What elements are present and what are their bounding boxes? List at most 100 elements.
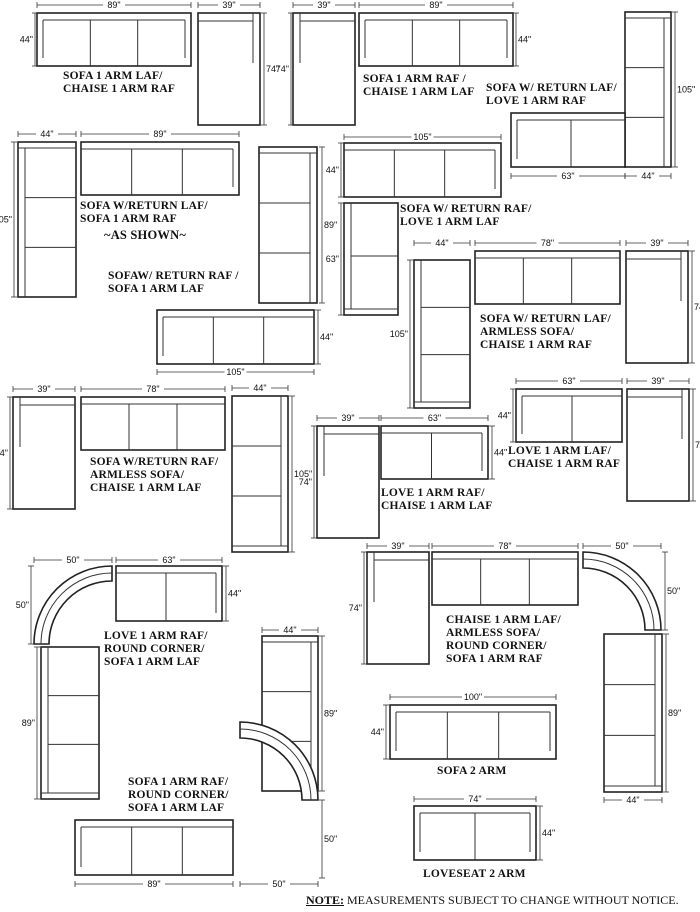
configuration-label-l10: LOVE 1 ARM RAF/CHAISE 1 ARM LAF	[381, 487, 493, 513]
dimension-label: 50"	[66, 555, 79, 565]
dimension-lines	[7, 0, 696, 889]
dimension-label-bg	[536, 238, 559, 248]
dimension-label: 44"	[253, 383, 266, 393]
dimension-label: 74"	[695, 440, 700, 450]
chaise-piece	[625, 250, 689, 364]
dimension-label: 74"	[0, 448, 8, 458]
sofa-piece	[515, 388, 623, 443]
dimension-label: 63"	[428, 413, 441, 423]
configuration-label-l7: SOFA W/ RETURN LAF/ARMLESS SOFA/CHAISE 1…	[480, 313, 611, 352]
chaise-piece	[316, 425, 380, 539]
dimension-label: 39"	[222, 0, 235, 10]
dimension-label: 44"	[40, 129, 53, 139]
dimension-label-bg	[279, 625, 301, 635]
dimension-label: 44"	[320, 332, 333, 342]
dimension-label-bg	[611, 541, 633, 551]
chaise-piece	[626, 388, 690, 502]
dimension-label: 44"	[435, 238, 448, 248]
dimension-label: 39"	[341, 413, 354, 423]
round-corner-piece	[582, 551, 662, 631]
label-line: SOFA 2 ARM	[437, 765, 507, 777]
dimension-label: 50"	[667, 586, 680, 596]
configuration-label-l14: SOFA 1 ARM RAF/ROUND CORNER/SOFA 1 ARM L…	[128, 776, 229, 815]
label-line: LOVE 1 ARM LAF/	[508, 445, 611, 457]
label-line: CHAISE 1 ARM LAF/	[446, 614, 561, 626]
dimension-label: 89"	[153, 129, 166, 139]
dimension-label: 105"	[294, 469, 312, 479]
dimension-label: 50"	[272, 879, 285, 889]
dimension-label: 44"	[228, 589, 241, 599]
sofa-piece	[358, 12, 514, 67]
round-corner-piece	[33, 565, 113, 645]
label-line: LOVE 1 ARM RAF/	[381, 487, 485, 499]
sofa-piece	[343, 142, 502, 198]
sofa-piece	[343, 202, 399, 316]
label-line: ARMLESS SOFA/	[480, 326, 575, 338]
chaise-piece	[292, 12, 356, 126]
dimension-label: 78"	[146, 384, 159, 394]
dimension-label: 44"	[20, 35, 33, 45]
dimension-label-bg	[249, 383, 271, 393]
sofa-piece	[258, 146, 318, 304]
dimension-label: 39"	[650, 238, 663, 248]
label-line: ARMLESS SOFA/	[90, 469, 185, 481]
dimension-label: 105"	[677, 85, 695, 95]
sofa-piece	[431, 551, 579, 606]
dimension-label-bg	[142, 384, 164, 394]
dimension-label-bg	[423, 413, 446, 423]
dimension-label-bg	[494, 541, 516, 551]
label-line: ROUND CORNER/	[128, 789, 229, 801]
note-prefix: NOTE:	[306, 893, 345, 907]
configuration-label-l1: SOFA 1 ARM LAF/CHAISE 1 ARM RAF	[63, 70, 175, 96]
dimension-label-bg	[646, 238, 668, 248]
label-line: SOFAW/ RETURN RAF /	[108, 270, 239, 282]
dimension-label: 89"	[429, 0, 442, 10]
dimension-label: 78"	[541, 238, 554, 248]
disclaimer-note: NOTE: MEASUREMENTS SUBJECT TO CHANGE WIT…	[306, 893, 679, 908]
dimension-label: 74"	[349, 603, 362, 613]
dimension-label: 44"	[371, 727, 384, 737]
dimension-label-bg	[158, 555, 180, 565]
dimension-label-bg	[268, 879, 290, 889]
dimension-label: 44"	[542, 828, 555, 838]
dimension-label: 39"	[651, 376, 664, 386]
dimension-label: 89"	[107, 0, 120, 10]
dimension-label-bg	[149, 129, 171, 139]
label-line: LOVE 1 ARM RAF	[486, 95, 587, 107]
dimension-label: 74"	[266, 64, 279, 74]
label-line: CHAISE 1 ARM LAF	[363, 86, 475, 98]
label-line: SOFA 1 ARM LAF	[128, 802, 225, 814]
dimension-label-bg	[62, 555, 84, 565]
dimension-label-bg	[647, 376, 669, 386]
dimension-label: 105"	[226, 367, 244, 377]
dimension-label: 44"	[518, 35, 531, 45]
label-line: SOFA 1 ARM LAF	[104, 656, 201, 668]
dimension-label: 50"	[324, 834, 337, 844]
sofa-piece	[231, 395, 289, 553]
round-corner-back	[239, 728, 312, 801]
dimension-label: 100"	[464, 692, 482, 702]
configuration-label-l13: SOFA 2 ARM	[437, 765, 507, 778]
configuration-label-l2: SOFA 1 ARM RAF /CHAISE 1 ARM LAF	[363, 73, 475, 99]
label-line: SOFA W/RETURN RAF/	[90, 456, 219, 468]
sofa-piece	[115, 565, 223, 622]
sofa-piece	[510, 112, 626, 168]
configuration-label-l12: CHAISE 1 ARM LAF/ARMLESS SOFA/ROUND CORN…	[446, 614, 561, 666]
note-text: MEASUREMENTS SUBJECT TO CHANGE WITHOUT N…	[344, 893, 679, 907]
dimension-label-bg	[313, 0, 335, 10]
label-line: SOFA W/ RETURN LAF/	[480, 313, 611, 325]
chaise-piece	[366, 551, 430, 665]
configuration-label-l6: SOFAW/ RETURN RAF /SOFA 1 ARM LAF	[108, 270, 239, 296]
label-line: ARMLESS SOFA/	[446, 627, 541, 639]
dimension-label: 74"	[694, 302, 700, 312]
sofa-piece	[40, 646, 100, 800]
dimension-label-bg	[36, 129, 58, 139]
dimension-label: 44"	[326, 165, 339, 175]
dimension-label-bg	[411, 132, 434, 142]
label-line: CHAISE 1 ARM LAF	[381, 500, 493, 512]
dimension-label: 74"	[276, 64, 289, 74]
dimension-label-bg	[622, 795, 644, 805]
dimension-label-bg	[337, 413, 359, 423]
label-line: SOFA 1 ARM LAF/	[63, 70, 163, 82]
dimension-label: 63"	[162, 555, 175, 565]
